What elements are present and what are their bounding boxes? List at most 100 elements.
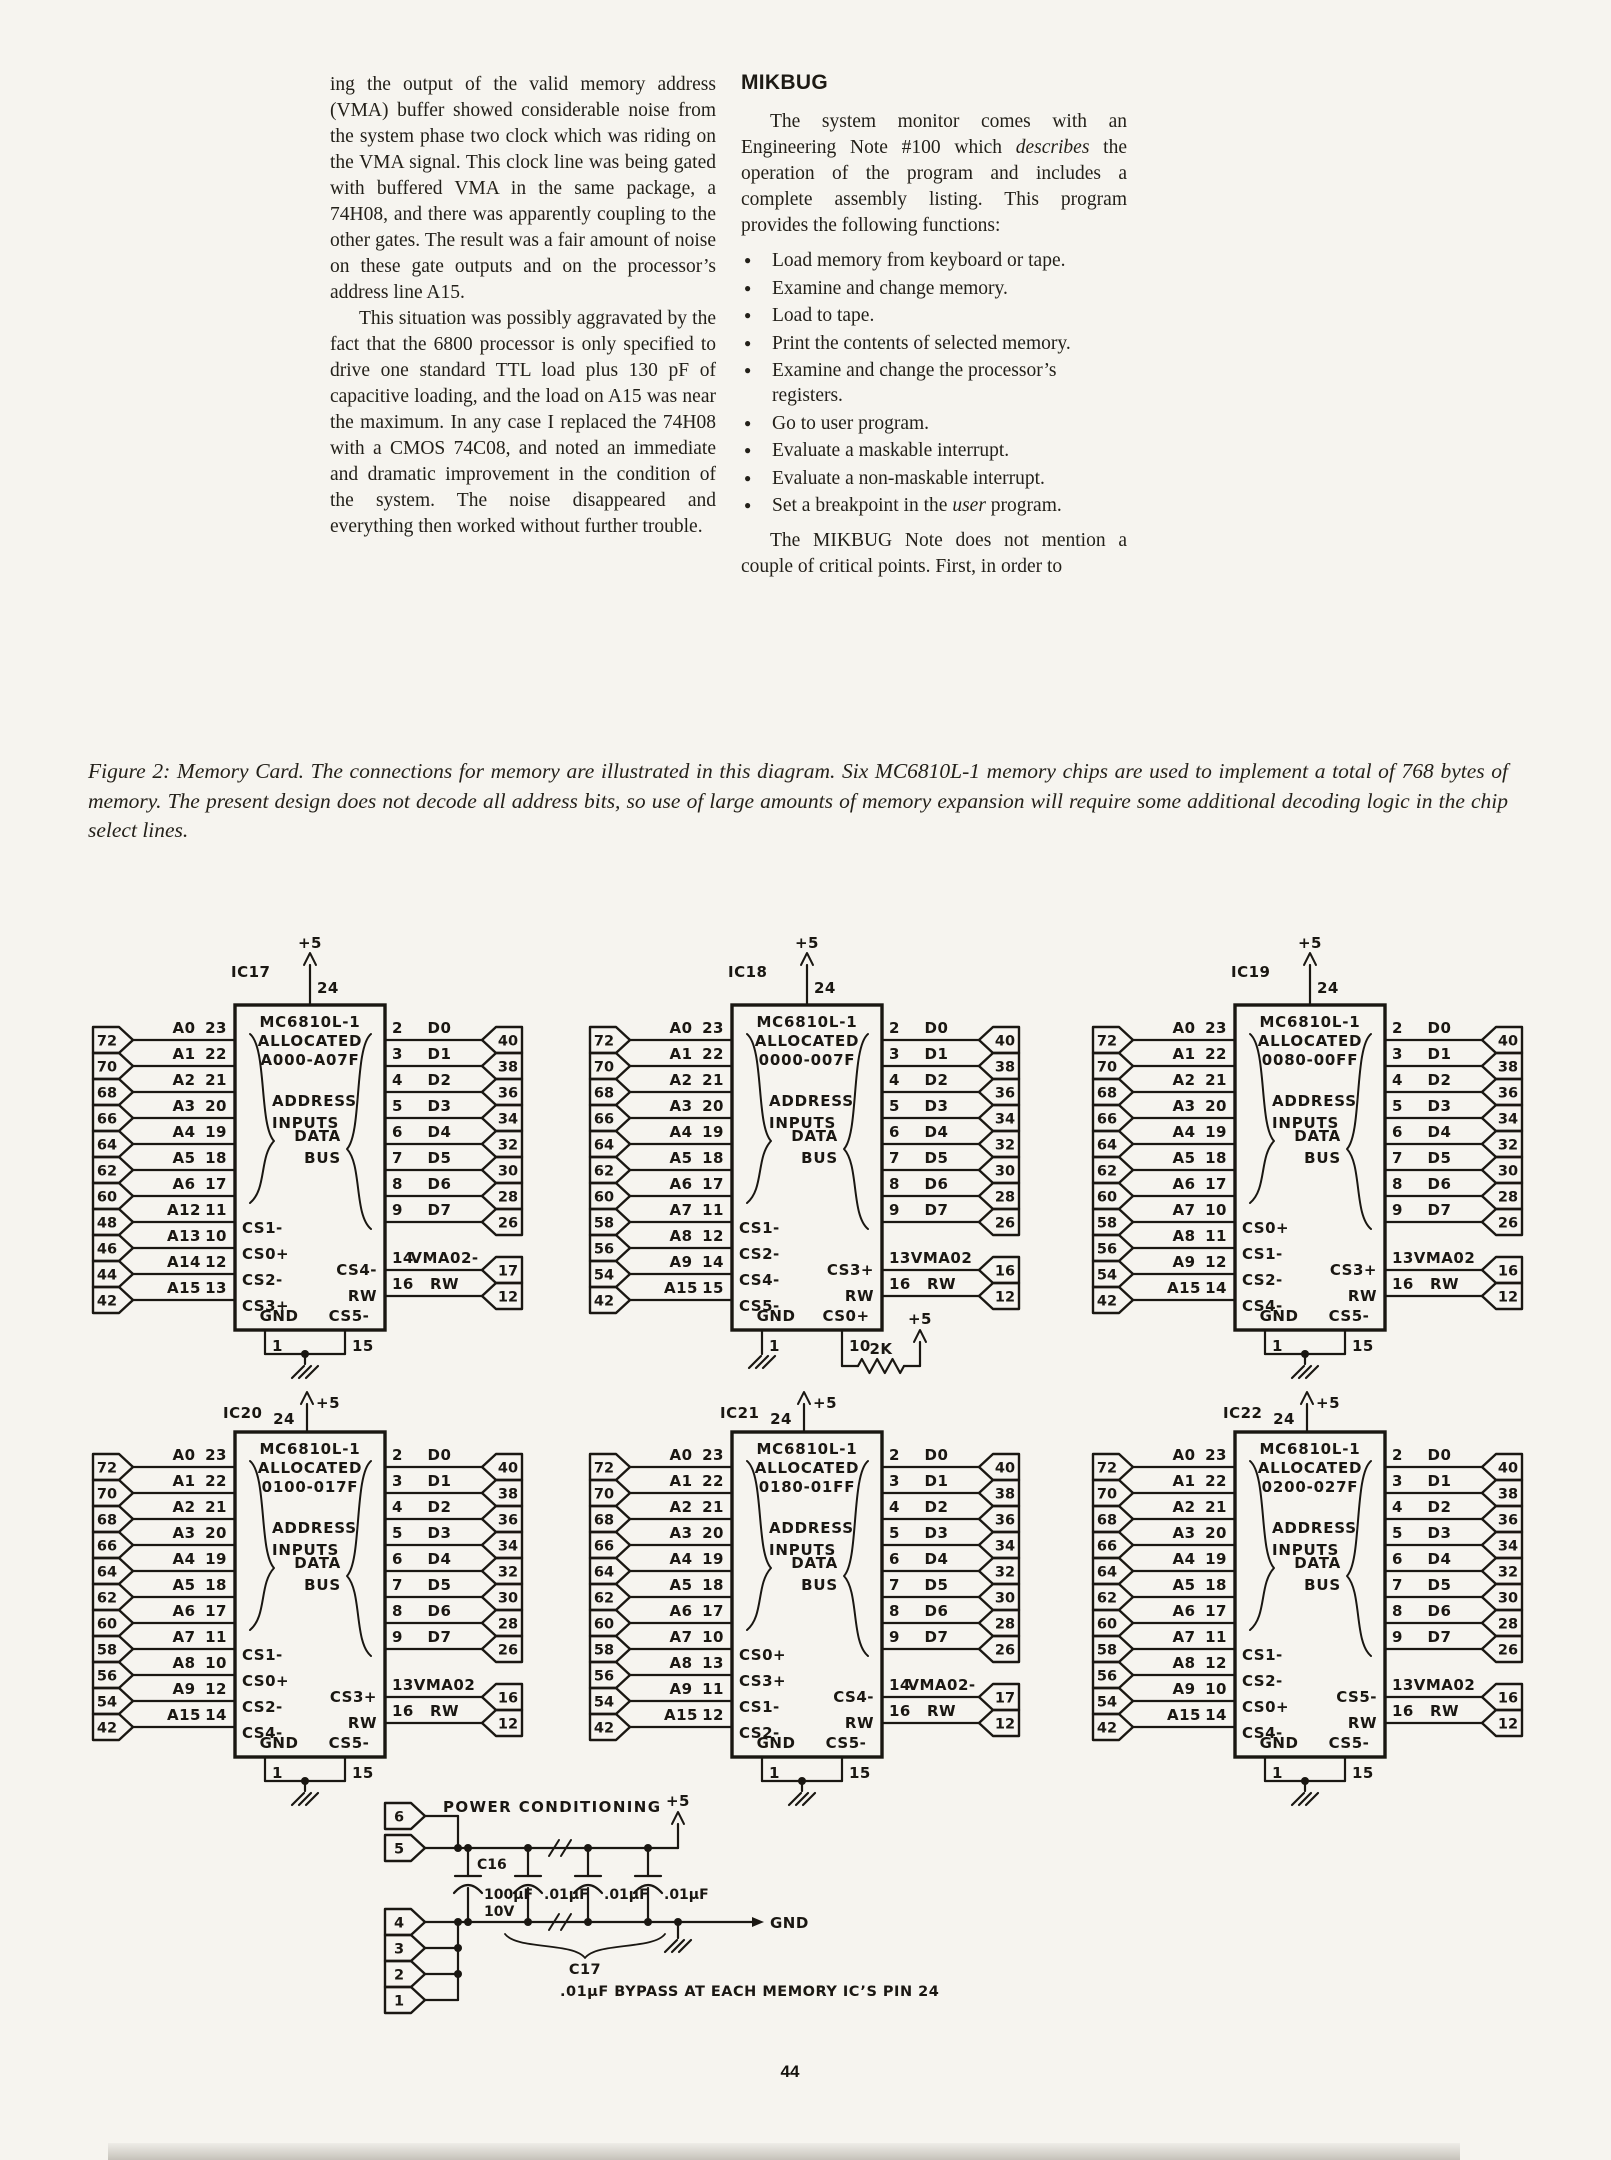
svg-text:D1: D1 — [428, 1045, 452, 1063]
svg-text:8: 8 — [1392, 1175, 1403, 1193]
svg-text:CS5-: CS5- — [1329, 1734, 1370, 1752]
body-paragraph: ing the output of the valid memory addre… — [330, 74, 716, 303]
svg-text:A0: A0 — [1172, 1446, 1195, 1464]
svg-text:A6: A6 — [669, 1602, 692, 1620]
svg-text:DATA: DATA — [294, 1554, 341, 1572]
svg-text:9: 9 — [392, 1201, 403, 1219]
svg-text:60: 60 — [1097, 1190, 1117, 1206]
svg-text:CS2-: CS2- — [1242, 1672, 1283, 1690]
list-item: ●Examine and change the processor’s regi… — [741, 358, 1127, 408]
svg-text:CS5-: CS5- — [329, 1734, 370, 1752]
svg-text:5: 5 — [392, 1524, 403, 1542]
svg-text:CS3+: CS3+ — [1330, 1261, 1377, 1279]
svg-text:D4: D4 — [428, 1550, 452, 1568]
svg-text:7: 7 — [392, 1576, 403, 1594]
svg-text:17: 17 — [702, 1175, 724, 1193]
svg-text:16: 16 — [1498, 1264, 1518, 1280]
svg-text:IC19: IC19 — [1231, 963, 1270, 981]
svg-text:ALLOCATED: ALLOCATED — [258, 1459, 363, 1477]
svg-text:3: 3 — [889, 1045, 900, 1063]
svg-text:34: 34 — [498, 1539, 518, 1555]
svg-text:42: 42 — [594, 1294, 614, 1310]
svg-text:42: 42 — [97, 1294, 117, 1310]
svg-text:72: 72 — [594, 1461, 614, 1477]
svg-text:14: 14 — [1205, 1706, 1227, 1724]
svg-text:3: 3 — [394, 1942, 404, 1958]
svg-text:20: 20 — [702, 1097, 724, 1115]
svg-text:1: 1 — [769, 1764, 780, 1782]
svg-text:30: 30 — [995, 1164, 1015, 1180]
svg-text:19: 19 — [1205, 1123, 1227, 1141]
svg-text:13: 13 — [1392, 1676, 1414, 1694]
svg-text:24: 24 — [1317, 979, 1339, 997]
svg-text:9: 9 — [889, 1201, 900, 1219]
svg-text:ADDRESS: ADDRESS — [769, 1519, 854, 1537]
svg-text:5: 5 — [1392, 1524, 1403, 1542]
svg-text:CS5-: CS5- — [826, 1734, 867, 1752]
svg-text:36: 36 — [1498, 1086, 1518, 1102]
svg-text:32: 32 — [498, 1565, 518, 1581]
page-edge-shadow — [108, 2143, 1460, 2160]
svg-text:11: 11 — [1205, 1227, 1227, 1245]
svg-text:GND: GND — [260, 1307, 299, 1325]
svg-text:24: 24 — [770, 1410, 792, 1428]
svg-text:16: 16 — [889, 1275, 911, 1293]
svg-text:INPUTS: INPUTS — [272, 1114, 339, 1132]
page-number: 44 — [780, 2062, 800, 2081]
svg-text:A5: A5 — [1172, 1576, 1195, 1594]
bullet-icon: ● — [744, 363, 752, 377]
svg-text:0080-00FF: 0080-00FF — [1262, 1051, 1359, 1069]
svg-text:22: 22 — [702, 1045, 724, 1063]
svg-text:.01µF: .01µF — [544, 1887, 589, 1903]
svg-text:58: 58 — [1097, 1216, 1117, 1232]
svg-text:44: 44 — [97, 1268, 117, 1284]
svg-text:D7: D7 — [428, 1628, 452, 1646]
svg-text:A4: A4 — [1172, 1550, 1195, 1568]
svg-text:5: 5 — [392, 1097, 403, 1115]
svg-text:60: 60 — [1097, 1617, 1117, 1633]
svg-text:24: 24 — [273, 1410, 295, 1428]
svg-text:A13: A13 — [167, 1227, 201, 1245]
svg-text:A2: A2 — [669, 1498, 692, 1516]
svg-text:BUS: BUS — [304, 1576, 341, 1594]
svg-text:10: 10 — [702, 1628, 724, 1646]
svg-text:38: 38 — [1498, 1487, 1518, 1503]
svg-text:19: 19 — [702, 1550, 724, 1568]
svg-text:0200-027F: 0200-027F — [1262, 1478, 1359, 1496]
function-list: ●Load memory from keyboard or tape. ●Exa… — [741, 248, 1127, 518]
svg-text:A1: A1 — [172, 1045, 195, 1063]
svg-text:D0: D0 — [1428, 1019, 1452, 1037]
svg-text:+5: +5 — [795, 934, 819, 952]
svg-text:CS1-: CS1- — [242, 1646, 283, 1664]
svg-text:A8: A8 — [172, 1654, 195, 1672]
svg-text:68: 68 — [594, 1513, 614, 1529]
svg-text:17: 17 — [995, 1691, 1015, 1707]
svg-text:66: 66 — [1097, 1539, 1117, 1555]
svg-text:24: 24 — [814, 979, 836, 997]
svg-text:19: 19 — [702, 1123, 724, 1141]
svg-text:15: 15 — [849, 1764, 871, 1782]
svg-text:26: 26 — [995, 1643, 1015, 1659]
svg-text:A0: A0 — [669, 1019, 692, 1037]
svg-text:ADDRESS: ADDRESS — [1272, 1519, 1357, 1537]
svg-text:23: 23 — [1205, 1019, 1227, 1037]
svg-text:2: 2 — [392, 1019, 403, 1037]
svg-text:16: 16 — [1498, 1691, 1518, 1707]
svg-text:CS2-: CS2- — [739, 1724, 780, 1742]
svg-text:5: 5 — [394, 1842, 404, 1858]
svg-text:5: 5 — [1392, 1097, 1403, 1115]
svg-text:D6: D6 — [1428, 1175, 1452, 1193]
svg-text:11: 11 — [702, 1201, 724, 1219]
svg-text:IC21: IC21 — [720, 1404, 759, 1422]
svg-text:CS4-: CS4- — [833, 1688, 874, 1706]
svg-text:RW: RW — [927, 1275, 956, 1293]
svg-text:17: 17 — [205, 1175, 227, 1193]
svg-text:A3: A3 — [669, 1524, 692, 1542]
svg-text:BUS: BUS — [801, 1576, 838, 1594]
svg-text:MC6810L-1: MC6810L-1 — [1259, 1440, 1360, 1458]
svg-text:BUS: BUS — [304, 1149, 341, 1167]
svg-text:IC22: IC22 — [1223, 1404, 1262, 1422]
